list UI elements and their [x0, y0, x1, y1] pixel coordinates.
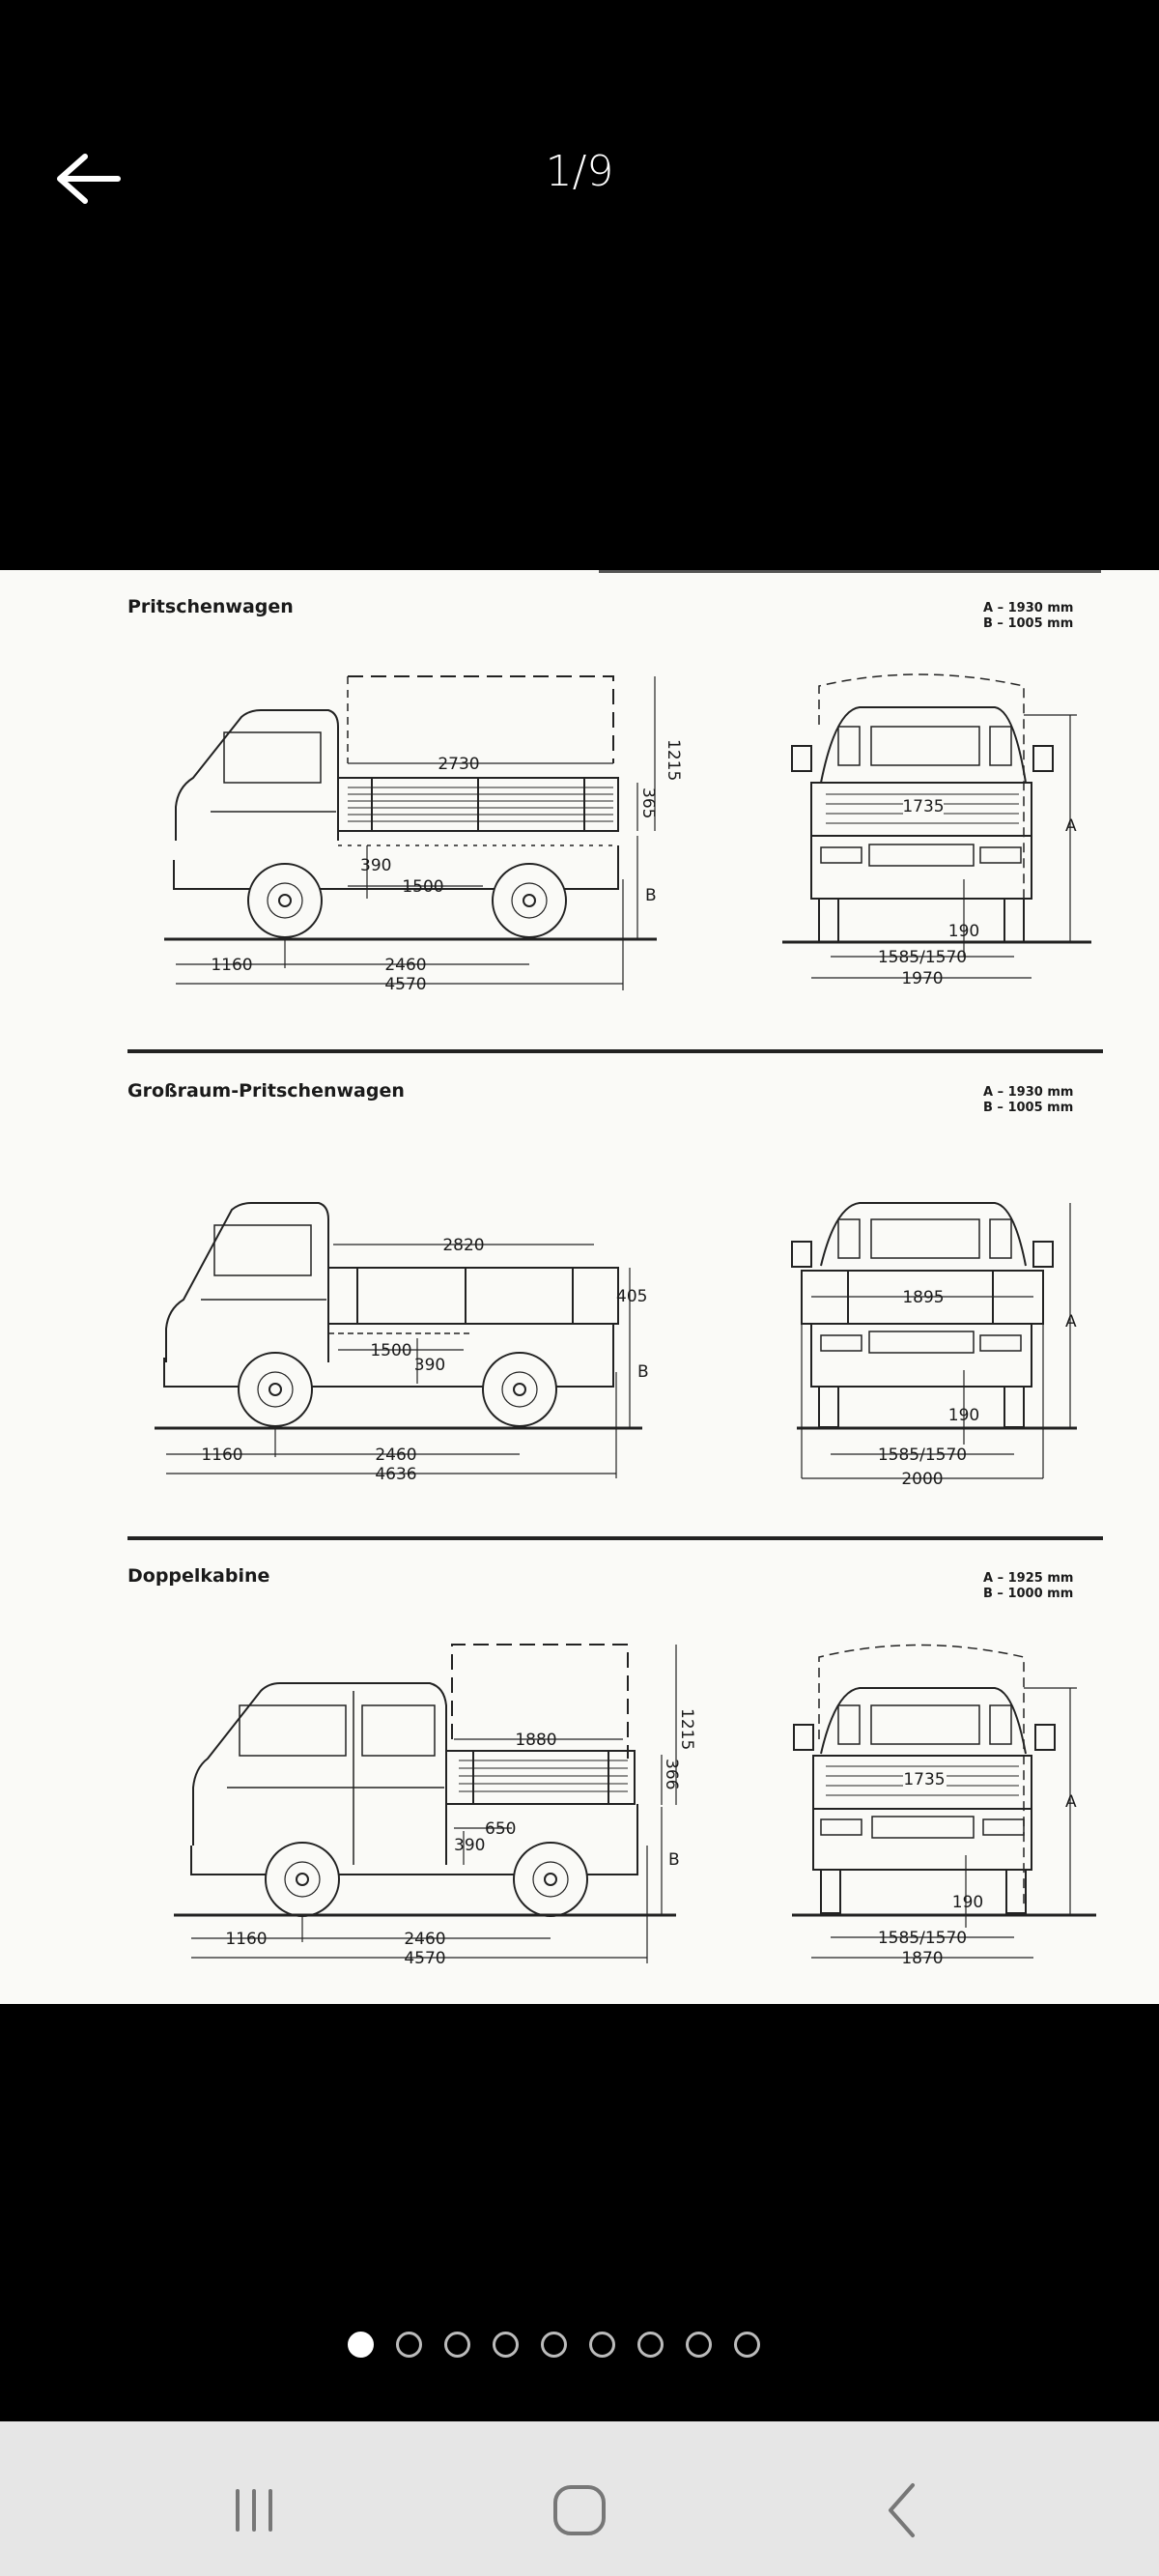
spec-b: B – 1005 mm [983, 1101, 1074, 1115]
system-back-button[interactable] [860, 2470, 947, 2557]
dim-ground-clearance: 190 [948, 922, 979, 941]
dim-total-width: 1870 [901, 1949, 943, 1968]
blueprint-image[interactable]: Pritschenwagen A – 1930 mm B – 1005 mm [0, 570, 1159, 2004]
label-b: B [637, 1362, 649, 1382]
recent-apps-icon [236, 2489, 272, 2532]
label-b: B [645, 886, 657, 905]
dim-under-length: 1500 [370, 1341, 411, 1360]
dim-wheelbase: 2460 [404, 1930, 445, 1949]
dim-side-height: 365 [638, 787, 658, 818]
dim-total-length: 4570 [404, 1949, 445, 1968]
page-dot-2[interactable] [396, 2331, 422, 2358]
back-chevron-icon [889, 2483, 915, 2537]
dim-under-height: 390 [414, 1356, 445, 1375]
dim-side-height: 366 [662, 1759, 681, 1789]
page-dot-4[interactable] [493, 2331, 519, 2358]
side-view-drawing: 2820 405 B 1500 390 1160 2460 4636 [155, 1179, 773, 1488]
label-b: B [668, 1850, 680, 1870]
front-view-drawing: 1895 190 1585/1570 2000 A [782, 1188, 1111, 1498]
label-a: A [1065, 1312, 1077, 1331]
scan-edge-line [599, 570, 1101, 573]
section-divider [127, 1049, 1103, 1053]
spec-a: A – 1930 mm [983, 601, 1074, 615]
home-icon [553, 2485, 606, 2535]
dim-front-overhang: 1160 [225, 1930, 267, 1949]
dim-ground-clearance: 190 [952, 1893, 983, 1912]
dim-under-height: 390 [454, 1836, 485, 1855]
side-view-drawing: 1880 1215 366 B 650 390 1160 2460 4570 [174, 1633, 773, 1971]
section-title: Großraum-Pritschenwagen [127, 1080, 405, 1102]
page-dot-8[interactable] [686, 2331, 712, 2358]
dim-total-width: 1970 [901, 969, 943, 988]
section-title: Doppelkabine [127, 1565, 270, 1587]
label-a: A [1065, 816, 1077, 836]
viewer-top-bar: 1/9 [0, 0, 1159, 570]
dim-under-length: 1500 [402, 877, 443, 897]
dim-wheelbase: 2460 [384, 956, 426, 975]
page-dot-5[interactable] [541, 2331, 567, 2358]
home-button[interactable] [536, 2470, 623, 2557]
front-view-drawing: 1735 190 1585/1570 1870 A [782, 1633, 1111, 1971]
dim-cargo-length: 1880 [515, 1731, 556, 1750]
spec-a: A – 1925 mm [983, 1571, 1074, 1586]
dim-front-overhang: 1160 [211, 956, 252, 975]
page-dot-6[interactable] [589, 2331, 615, 2358]
section-divider [127, 1536, 1103, 1540]
page-counter: 1/9 [545, 147, 614, 196]
page-dot-1[interactable] [348, 2331, 374, 2358]
dim-wheelbase: 2460 [375, 1445, 416, 1465]
dim-track: 1585/1570 [878, 1445, 967, 1465]
front-view-drawing: 1735 190 1585/1570 1970 A [782, 667, 1111, 1005]
dim-cargo-length: 2730 [438, 755, 479, 774]
label-a: A [1065, 1792, 1077, 1812]
spec-a: A – 1930 mm [983, 1085, 1074, 1100]
spec-b: B – 1005 mm [983, 616, 1074, 631]
back-button[interactable] [48, 135, 126, 222]
section-title: Pritschenwagen [127, 596, 294, 617]
dim-cargo-length: 2820 [442, 1236, 484, 1255]
dim-canopy-height: 1215 [664, 739, 683, 781]
recent-apps-button[interactable] [211, 2470, 297, 2557]
dim-total-width: 2000 [901, 1470, 943, 1489]
dim-track: 1585/1570 [878, 948, 967, 967]
dim-inner-width: 1735 [903, 1770, 945, 1789]
page-dot-7[interactable] [637, 2331, 664, 2358]
dim-front-overhang: 1160 [201, 1445, 242, 1465]
page-dot-9[interactable] [734, 2331, 760, 2358]
spec-b: B – 1000 mm [983, 1587, 1074, 1601]
arrow-left-icon [57, 154, 121, 204]
dim-under-length: 650 [485, 1819, 516, 1839]
dim-inner-width: 1895 [902, 1288, 944, 1307]
dim-total-length: 4570 [384, 975, 426, 994]
pagination-dots [348, 2329, 760, 2360]
dim-canopy-height: 1215 [677, 1708, 696, 1750]
dim-under-height: 390 [360, 856, 391, 875]
side-view-drawing: 2730 1215 365 B 390 1500 1160 2460 4570 [164, 657, 782, 1005]
dim-ground-clearance: 190 [948, 1406, 979, 1425]
dim-side-height: 405 [616, 1287, 647, 1306]
dim-total-length: 4636 [375, 1465, 416, 1484]
system-nav-bar [0, 2421, 1159, 2576]
dim-inner-width: 1735 [902, 797, 944, 816]
dim-track: 1585/1570 [878, 1929, 967, 1948]
page-dot-3[interactable] [444, 2331, 470, 2358]
